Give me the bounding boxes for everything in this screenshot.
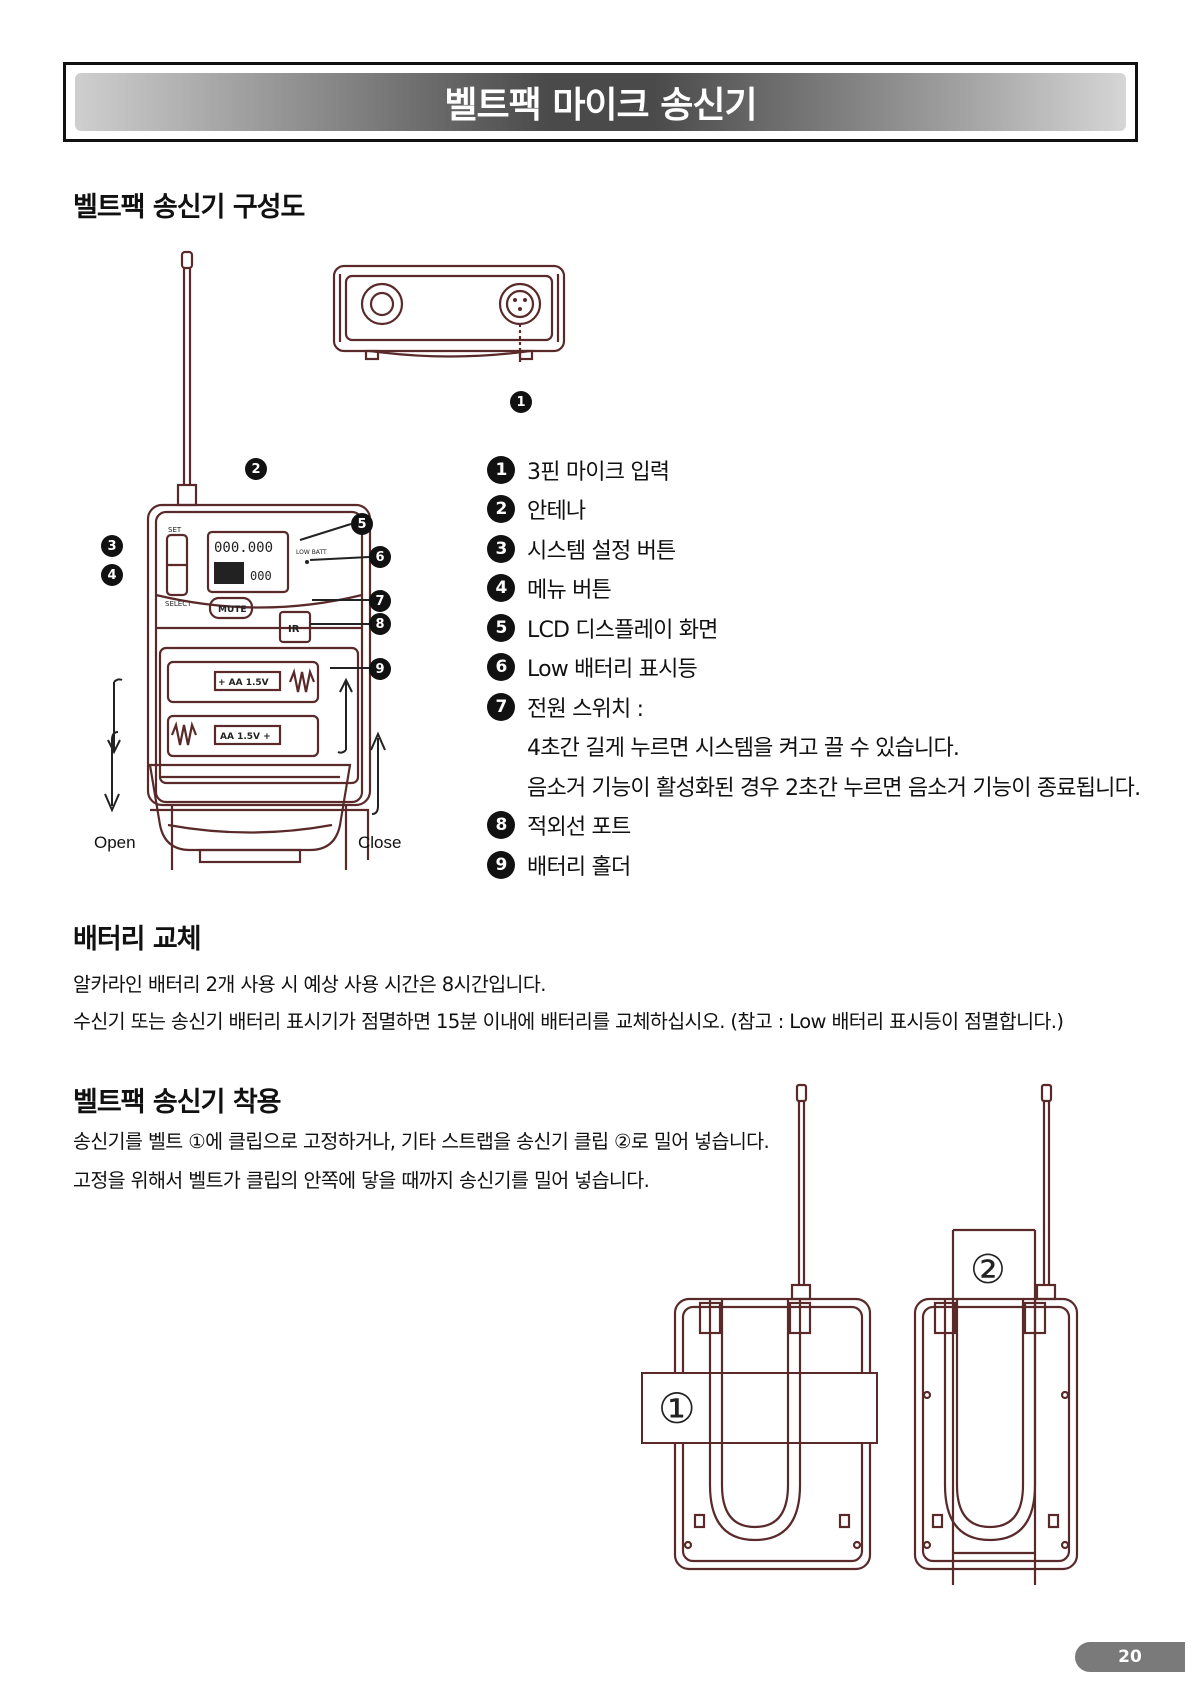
page-title: 벨트팩 마이크 송신기 <box>444 85 757 126</box>
legend-item: 9 배터리 홀더 <box>487 845 1167 885</box>
legend-number: 9 <box>487 850 515 879</box>
close-arrow <box>370 731 386 815</box>
mute-label: MUTE <box>218 605 247 615</box>
wearing-paragraph-2: 고정을 위해서 벨트가 클립의 안쪽에 닿을 때까지 송신기를 밀어 넣습니다. <box>73 1169 650 1192</box>
open-label: Open <box>94 833 136 852</box>
close-label: Close <box>358 833 402 852</box>
callout-1-top: 1 <box>510 391 532 413</box>
callout-9: 9 <box>369 658 391 680</box>
legend-number: 8 <box>487 811 515 840</box>
select-label: SELECT <box>165 600 192 608</box>
title-frame: 벨트팩 마이크 송신기 <box>63 62 1138 142</box>
legend-number: 4 <box>487 574 515 603</box>
legend-text: LCD 디스플레이 화면 <box>527 617 718 643</box>
component-legend: 1 3핀 마이크 입력 2 안테나 3 시스템 설정 버튼 4 메뉴 버튼 5 LCD 디… <box>487 450 1167 885</box>
ir-label: IR <box>288 624 300 635</box>
low-batt-label: LOW BATT <box>296 549 327 556</box>
section-heading-wearing: 벨트팩 송신기 착용 <box>73 1087 282 1118</box>
legend-text: 시스템 설정 버튼 <box>527 538 676 564</box>
legend-item: 2 안테나 <box>487 490 1167 530</box>
section-heading-structure: 벨트팩 송신기 구성도 <box>73 192 305 223</box>
battery-lid-open <box>148 763 352 864</box>
lcd-bottom-readout: 000 <box>250 569 272 583</box>
legend-text: 안테나 <box>527 499 586 525</box>
legend-number: 1 <box>487 455 515 484</box>
open-arrow <box>104 731 120 813</box>
power-switch-desc-2: 음소거 기능이 활성화된 경우 2초간 누르면 음소거 기능이 종료됩니다. <box>527 775 1141 801</box>
transmitter-top-view <box>332 264 566 362</box>
callout-8: 8 <box>369 613 391 635</box>
legend-text: 메뉴 버튼 <box>527 578 612 604</box>
legend-item: 4 메뉴 버튼 <box>487 569 1167 609</box>
legend-number: 5 <box>487 613 515 642</box>
legend-number: 7 <box>487 692 515 721</box>
section-heading-battery: 배터리 교체 <box>73 924 202 955</box>
transmitter-front-view: 000.000 000 SET SELECT LOW BATT MUTE IR … <box>107 250 372 870</box>
strap-marker: ② <box>970 1247 1006 1293</box>
battery-label-2: AA 1.5V + <box>220 732 271 742</box>
strap-clip-diagram: ② <box>913 1083 1079 1585</box>
wearing-paragraph-1: 송신기를 벨트 ①에 클립으로 고정하거나, 기타 스트랩을 송신기 클립 ②로… <box>73 1130 770 1153</box>
legend-item: 5 LCD 디스플레이 화면 <box>487 608 1167 648</box>
legend-text: Low 배터리 표시등 <box>527 657 698 683</box>
title-bar: 벨트팩 마이크 송신기 <box>75 73 1126 131</box>
battery-paragraph-2: 수신기 또는 송신기 배터리 표시기가 점멸하면 15분 이내에 배터리를 교체… <box>73 1010 1064 1033</box>
battery-paragraph-1: 알카라인 배터리 2개 사용 시 예상 사용 시간은 8시간입니다. <box>73 973 546 996</box>
legend-text: 적외선 포트 <box>527 815 631 841</box>
page-number: 20 <box>1075 1642 1185 1672</box>
legend-item: 6 Low 배터리 표시등 <box>487 648 1167 688</box>
set-label: SET <box>168 526 182 534</box>
power-switch-desc-1: 4초간 길게 누르면 시스템을 켜고 끌 수 있습니다. <box>527 736 960 762</box>
callout-3: 3 <box>101 535 123 557</box>
lcd-top-readout: 000.000 <box>214 540 273 556</box>
legend-item: 1 3핀 마이크 입력 <box>487 450 1167 490</box>
belt-clip-diagram: ① <box>641 1083 878 1571</box>
belt-marker: ① <box>658 1384 696 1433</box>
callout-5: 5 <box>351 513 373 535</box>
callout-6: 6 <box>369 546 391 568</box>
legend-item: 7 전원 스위치 : <box>487 687 1167 727</box>
legend-item: 3 시스템 설정 버튼 <box>487 529 1167 569</box>
legend-number: 6 <box>487 653 515 682</box>
legend-number: 3 <box>487 534 515 563</box>
legend-text: 배터리 홀더 <box>527 854 631 880</box>
callout-4: 4 <box>101 564 123 586</box>
callout-2: 2 <box>245 458 267 480</box>
callout-7: 7 <box>369 590 391 612</box>
battery-label-1: + AA 1.5V <box>218 678 269 688</box>
legend-text: 3핀 마이크 입력 <box>527 459 670 485</box>
legend-text: 전원 스위치 : <box>527 696 644 722</box>
legend-item: 8 적외선 포트 <box>487 806 1167 846</box>
legend-number: 2 <box>487 495 515 524</box>
